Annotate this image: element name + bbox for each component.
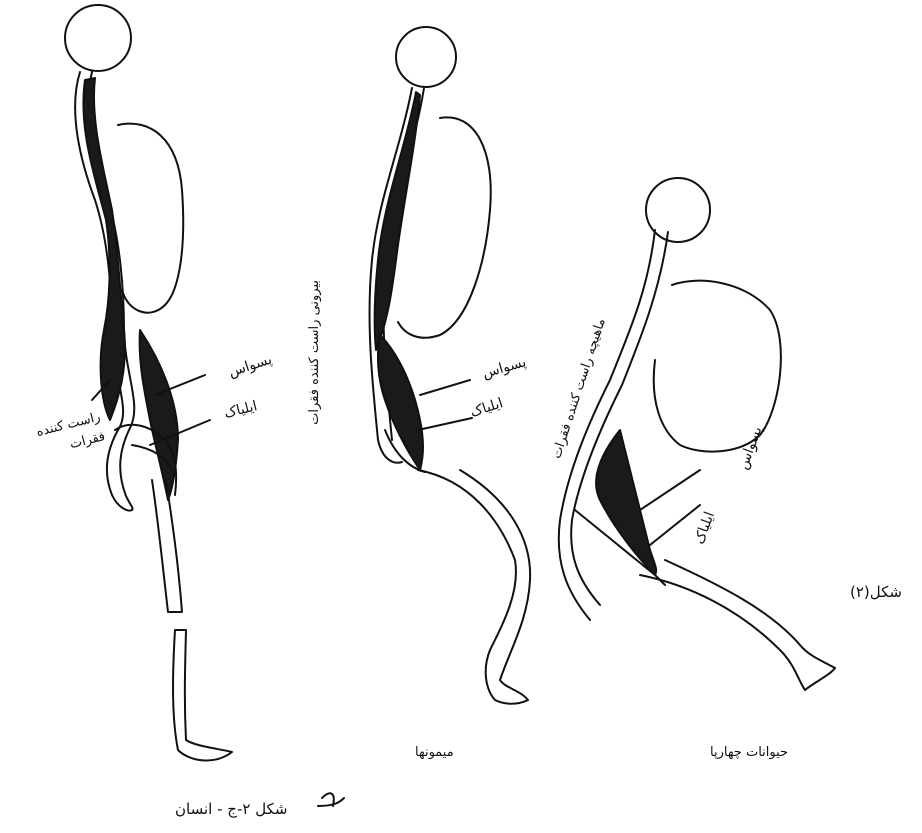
human-lower-leg [173,630,232,760]
figure-number-label: شکل(۲) [850,583,902,601]
quadruped-leg [640,560,835,690]
ape-psoas-muscle [378,335,423,470]
human-psoas-muscle [140,330,178,500]
ape-head [396,27,456,87]
human-head [65,5,131,71]
human-figure [65,5,232,760]
ape-caption: میمونها [415,745,454,760]
quadruped-psoas-muscle [596,430,656,575]
quadruped-spine-label: ماهیچه راست کننده فقرات [549,317,609,461]
caption-swash [318,793,344,806]
human-caption: شکل ۲-ج - انسان [175,800,287,818]
quadruped-caption: حیوانات چهارپا [710,745,788,760]
quadruped-figure [559,178,835,690]
ape-spine-label: بیرونی راست کننده فقرات [307,280,322,425]
human-trunk [118,124,183,313]
ape-erector-muscle [375,92,420,350]
quadruped-trunk [654,281,781,452]
ape-leg [418,470,530,704]
